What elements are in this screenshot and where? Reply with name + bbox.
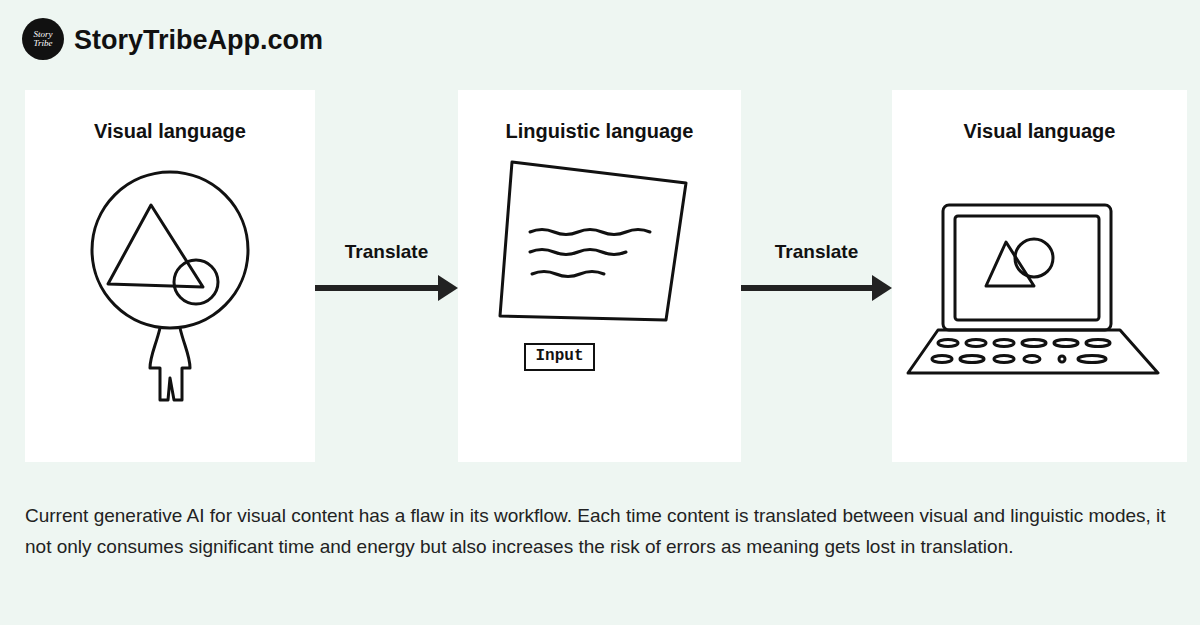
arrow-head xyxy=(872,275,892,301)
site-title: StoryTribeApp.com xyxy=(74,24,323,56)
arrow-head xyxy=(438,275,458,301)
thinking-person-stroke xyxy=(174,260,218,304)
input-button: Input xyxy=(524,343,595,371)
caption-text: Current generative AI for visual content… xyxy=(25,500,1175,562)
laptop-stroke xyxy=(1024,356,1040,363)
edge-label: Translate xyxy=(775,240,858,264)
sketches xyxy=(92,162,1158,400)
text-document-stroke xyxy=(500,162,686,320)
laptop-stroke xyxy=(994,340,1014,347)
panel-box: Visual language xyxy=(25,90,315,462)
laptop-stroke xyxy=(932,356,952,363)
logo-badge: Story Tribe xyxy=(22,18,64,60)
button-label: Input xyxy=(535,348,583,366)
text-document xyxy=(500,162,686,320)
translate-arrow xyxy=(315,275,458,301)
thinking-person xyxy=(92,172,248,400)
laptop-stroke xyxy=(994,356,1014,363)
text-document-stroke xyxy=(530,230,650,235)
panel-grounds xyxy=(25,90,1187,462)
panel-box: Linguistic languageInput xyxy=(458,90,741,462)
laptop-stroke xyxy=(1022,340,1046,347)
panel-ground xyxy=(25,90,315,462)
laptop-stroke xyxy=(1078,356,1106,363)
panel-title: Linguistic language xyxy=(458,120,741,143)
thinking-person-stroke xyxy=(92,172,248,328)
arrow-shaft xyxy=(315,285,442,291)
laptop-stroke xyxy=(960,356,984,363)
laptop-stroke xyxy=(1086,340,1110,347)
panel-box: Visual language xyxy=(892,90,1187,462)
laptop-stroke xyxy=(938,340,958,347)
translate-arrow xyxy=(741,275,892,301)
thinking-person-stroke xyxy=(150,328,190,400)
laptop-stroke xyxy=(955,216,1099,320)
text-document-stroke xyxy=(532,272,604,277)
edge-label: Translate xyxy=(345,240,428,264)
thinking-person-stroke xyxy=(108,205,203,287)
panel-title: Visual language xyxy=(25,120,315,143)
laptop xyxy=(908,205,1158,373)
panel-ground xyxy=(892,90,1187,462)
laptop-stroke xyxy=(1015,239,1053,277)
laptop-stroke xyxy=(1054,340,1078,347)
laptop-stroke xyxy=(986,242,1034,286)
laptop-stroke xyxy=(908,330,1158,373)
panel-ground xyxy=(458,90,741,462)
arrow-shaft xyxy=(741,285,876,291)
logo-text: Story Tribe xyxy=(29,30,57,48)
laptop-stroke xyxy=(966,340,986,347)
panel-title: Visual language xyxy=(892,120,1187,143)
text-document-stroke xyxy=(530,250,626,255)
laptop-stroke xyxy=(1059,356,1065,362)
laptop-stroke xyxy=(943,205,1111,330)
